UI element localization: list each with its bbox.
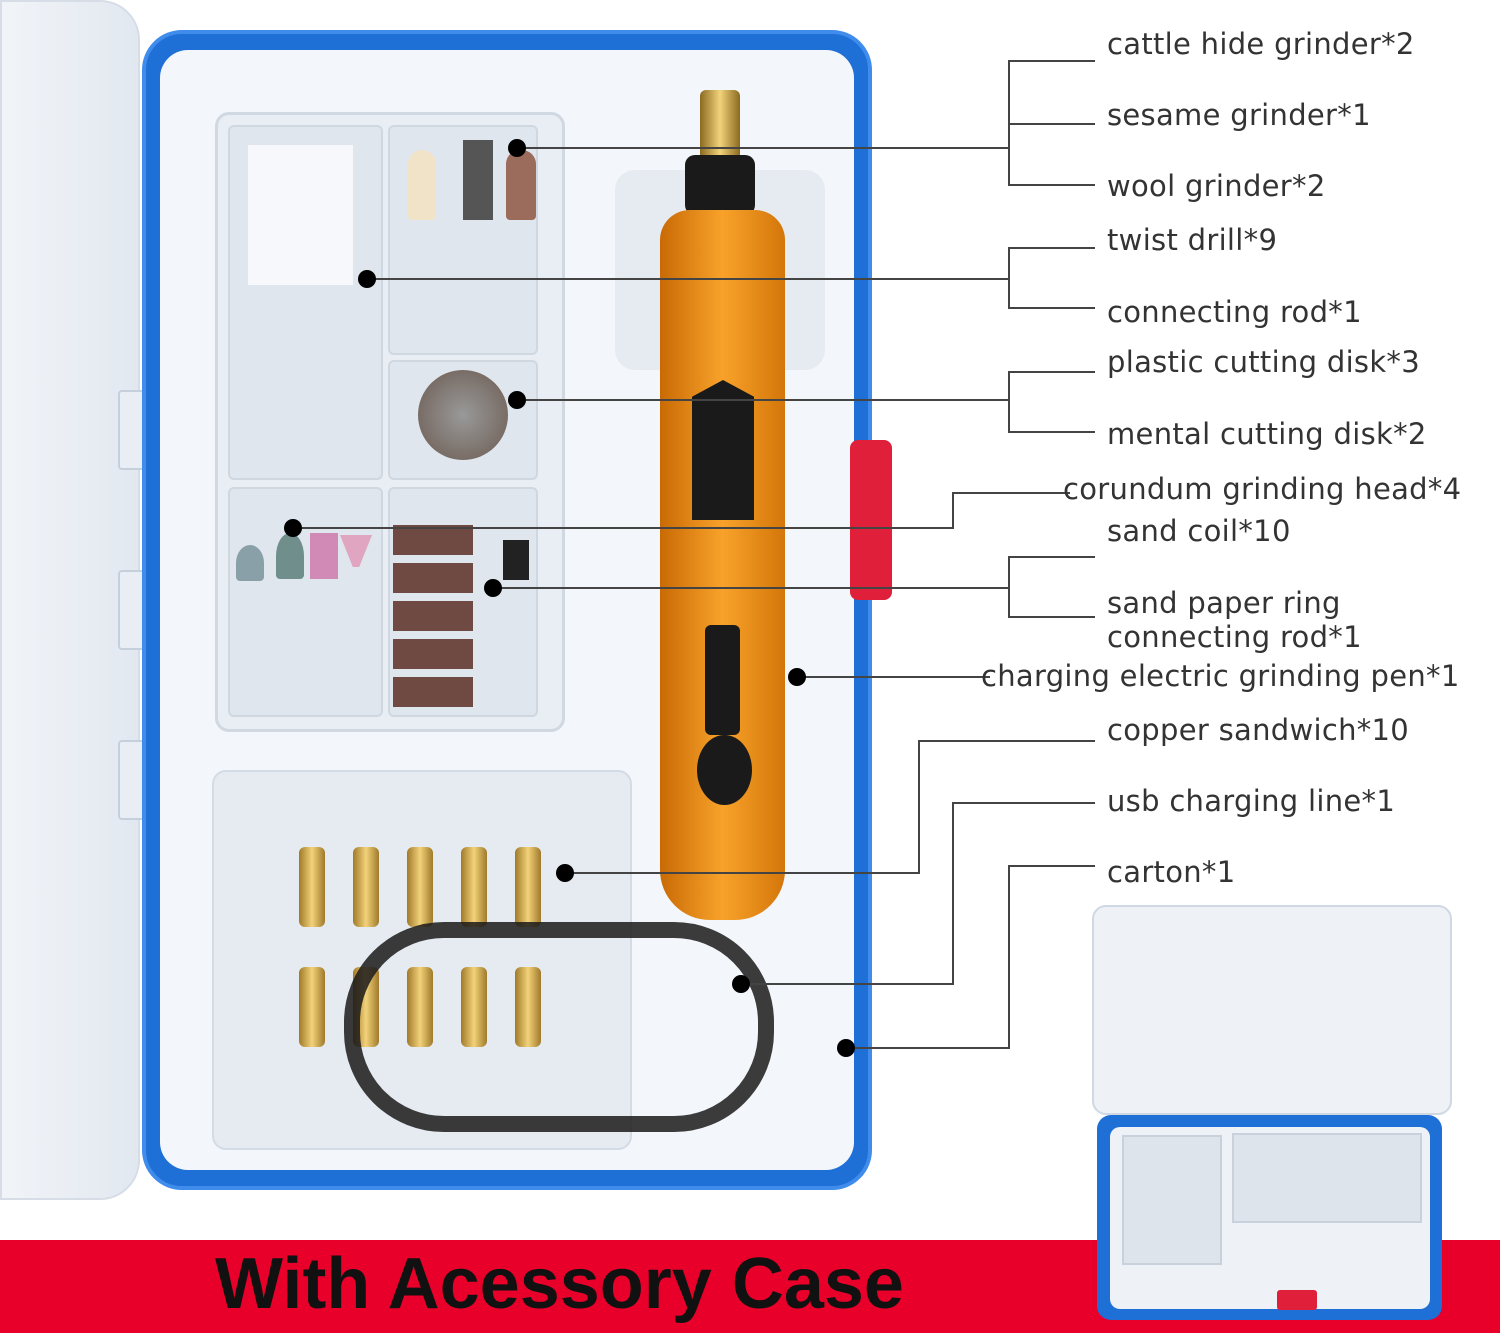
- label-cattle-hide-grinder: cattle hide grinder*2: [1107, 27, 1415, 61]
- label-sand-paper-ring: sand paper ring: [1107, 586, 1341, 620]
- pen-nameplate: [692, 380, 754, 520]
- label-wool-grinder: wool grinder*2: [1107, 169, 1326, 203]
- label-plastic-cutting-disk: plastic cutting disk*3: [1107, 345, 1420, 379]
- label-sand-ring-connecting-rod: connecting rod*1: [1107, 620, 1362, 654]
- grinding-head-compartment: [228, 487, 383, 717]
- empty-case-thumbnail: [1092, 905, 1452, 1325]
- accessory-box: [215, 112, 565, 732]
- wool-grinder: [408, 150, 436, 220]
- cutting-disk: [418, 370, 508, 460]
- collet-row: [299, 847, 541, 927]
- leader-lines: [284, 60, 1095, 1057]
- label-metal-cutting-disk: mental cutting disk*2: [1107, 417, 1427, 451]
- label-sesame-grinder: sesame grinder*1: [1107, 98, 1371, 132]
- label-carton: carton*1: [1107, 855, 1236, 889]
- thumbnail-compartment: [1232, 1133, 1422, 1223]
- label-copper-sandwich: copper sandwich*10: [1107, 713, 1410, 747]
- label-twist-drill: twist drill*9: [1107, 223, 1278, 257]
- case-lid: [0, 0, 140, 1200]
- grinding-head: [236, 545, 264, 581]
- sand-paper-ring: [503, 540, 529, 580]
- label-sand-coil: sand coil*10: [1107, 514, 1291, 548]
- sand-coils: [393, 525, 473, 715]
- card: [248, 145, 353, 285]
- cattle-hide-grinder: [506, 150, 536, 220]
- label-corundum-grinding-head: corundum grinding head*4: [1063, 472, 1462, 506]
- pen-speed-dial: [697, 735, 752, 805]
- label-usb-charging-line: usb charging line*1: [1107, 784, 1396, 818]
- sesame-grinder: [463, 140, 493, 220]
- thumbnail-lock: [1277, 1290, 1317, 1310]
- label-connecting-rod: connecting rod*1: [1107, 295, 1362, 329]
- grinding-head: [310, 533, 338, 579]
- banner-title: With Acessory Case: [215, 1244, 904, 1324]
- thumbnail-lid: [1092, 905, 1452, 1115]
- label-grinding-pen: charging electric grinding pen*1: [981, 659, 1460, 693]
- case-lock-button: [850, 440, 892, 600]
- collet-compartment: [212, 770, 774, 1150]
- pen-collar: [685, 155, 755, 215]
- grinding-head: [276, 533, 304, 579]
- pen-led-indicator: [705, 625, 740, 735]
- grinding-pen: [660, 90, 785, 920]
- thumbnail-compartment: [1122, 1135, 1222, 1265]
